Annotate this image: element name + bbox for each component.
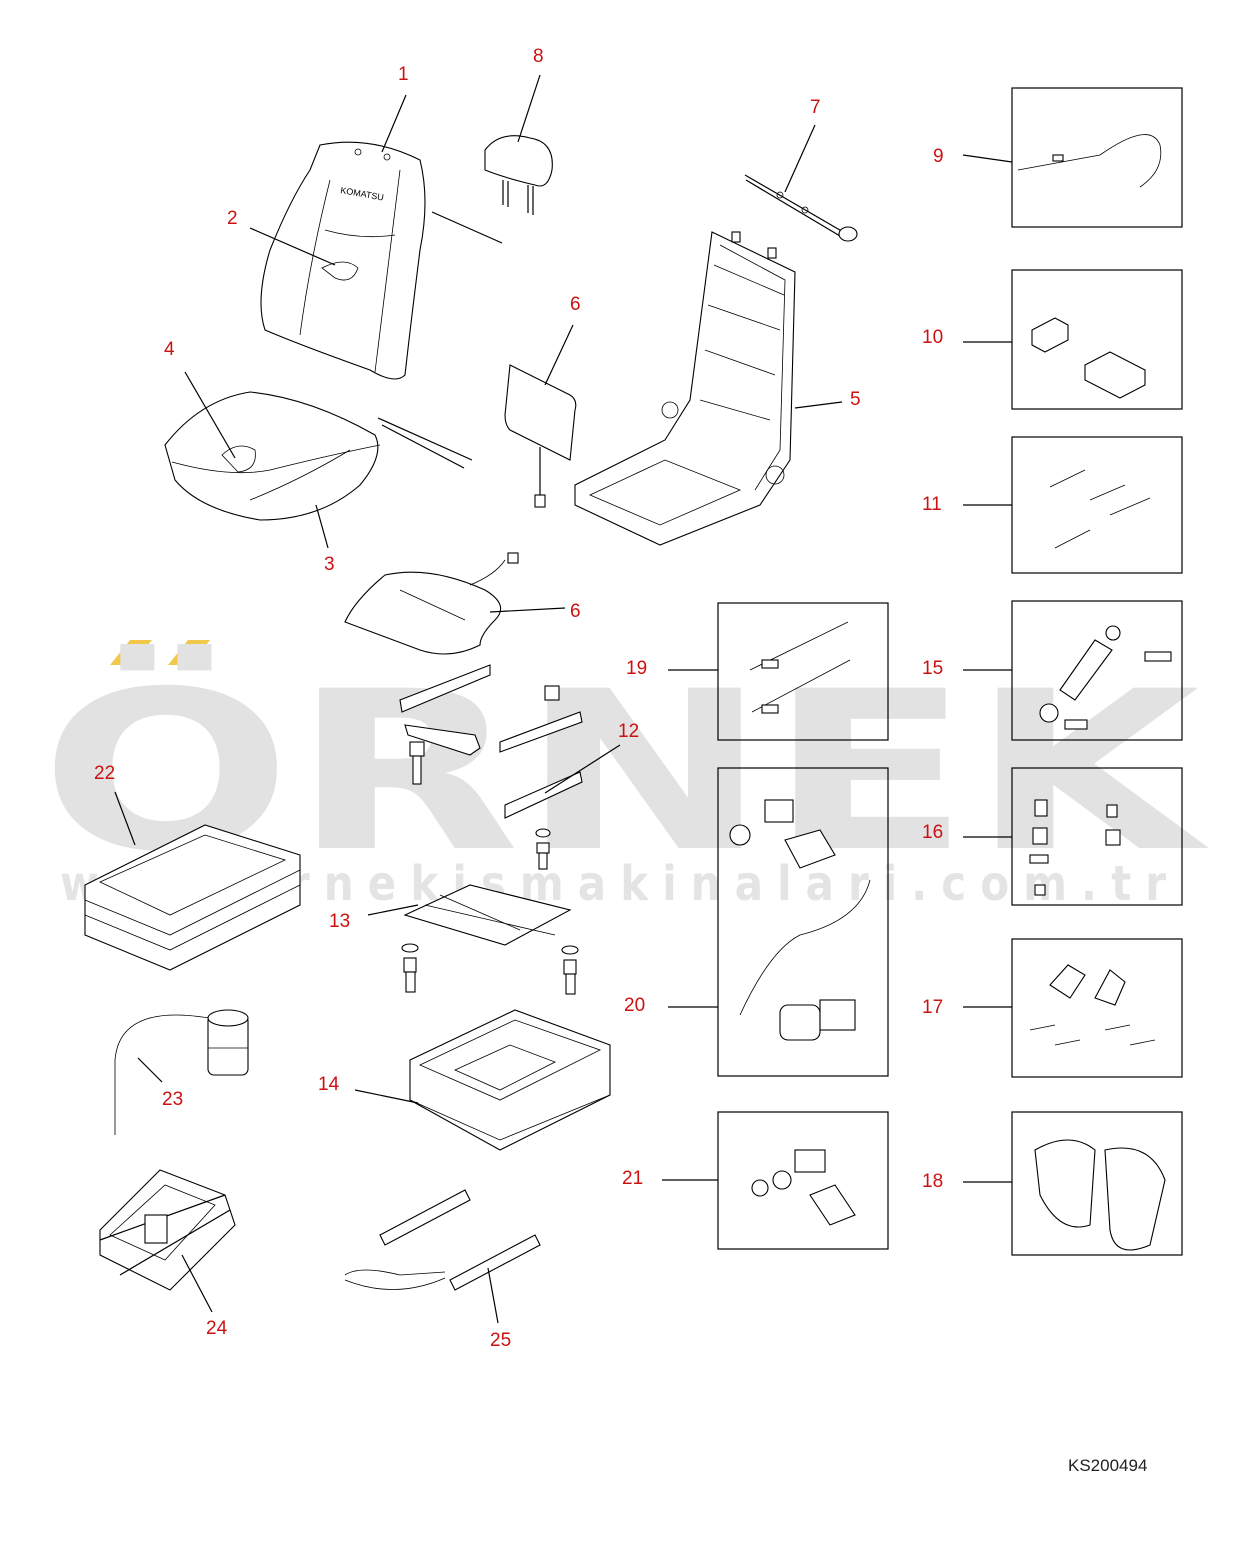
callout-22: 22 <box>94 763 115 784</box>
callout-21: 21 <box>622 1168 643 1189</box>
callout-19: 19 <box>626 658 647 679</box>
backrest-cushion: KOMATSU <box>260 141 503 380</box>
drawing-code: KS200494 <box>1068 1456 1147 1475</box>
callout-15: 15 <box>922 658 943 679</box>
callout-6-upper: 6 <box>570 294 581 315</box>
slide-bracket <box>401 884 579 995</box>
callout-4: 4 <box>164 339 175 360</box>
box-10 <box>963 269 1183 410</box>
callout-17: 17 <box>922 997 943 1018</box>
callout-20: 20 <box>624 995 645 1016</box>
callout-3: 3 <box>324 554 335 575</box>
scissor-mechanism <box>99 1169 236 1291</box>
headrest <box>484 135 553 215</box>
box-16 <box>963 767 1183 906</box>
callout-13: 13 <box>329 911 350 932</box>
suspension-base <box>409 1009 611 1151</box>
bellows <box>84 824 301 971</box>
callout-labels: 1 2 3 4 5 6 6 7 8 9 10 11 12 13 14 15 16… <box>94 46 944 1351</box>
callout-6-lower: 6 <box>570 601 581 622</box>
callout-1: 1 <box>398 64 409 85</box>
callout-25: 25 <box>490 1330 511 1351</box>
callout-7: 7 <box>810 97 821 118</box>
lumbar-rod <box>744 174 858 242</box>
box-15 <box>963 600 1183 741</box>
box-21 <box>662 1111 889 1250</box>
box-19 <box>668 602 889 741</box>
heater-pad <box>344 552 519 655</box>
callout-8: 8 <box>533 46 544 67</box>
callout-24: 24 <box>206 1318 228 1339</box>
callout-14: 14 <box>318 1074 340 1095</box>
box-20 <box>668 767 889 1077</box>
callout-9: 9 <box>933 146 944 167</box>
callout-12: 12 <box>618 721 639 742</box>
callout-18: 18 <box>922 1171 943 1192</box>
callout-11: 11 <box>922 494 942 515</box>
callout-16: 16 <box>922 822 943 843</box>
watermark-accent-left <box>110 640 152 665</box>
callout-2: 2 <box>227 208 238 229</box>
rail-brackets <box>399 664 583 870</box>
watermark-accent-right <box>168 640 210 665</box>
callout-10: 10 <box>922 327 943 348</box>
seat-cushion <box>164 391 473 521</box>
box-17 <box>963 938 1183 1078</box>
leader-lines <box>114 74 843 1324</box>
callout-23: 23 <box>162 1089 183 1110</box>
back-plate <box>504 364 577 508</box>
box-9 <box>962 87 1183 228</box>
air-sensor <box>114 1009 249 1135</box>
rails <box>344 1189 541 1291</box>
box-11 <box>963 436 1183 574</box>
seat-frame <box>574 231 796 546</box>
box-18 <box>963 1111 1183 1256</box>
callout-5: 5 <box>850 389 861 410</box>
